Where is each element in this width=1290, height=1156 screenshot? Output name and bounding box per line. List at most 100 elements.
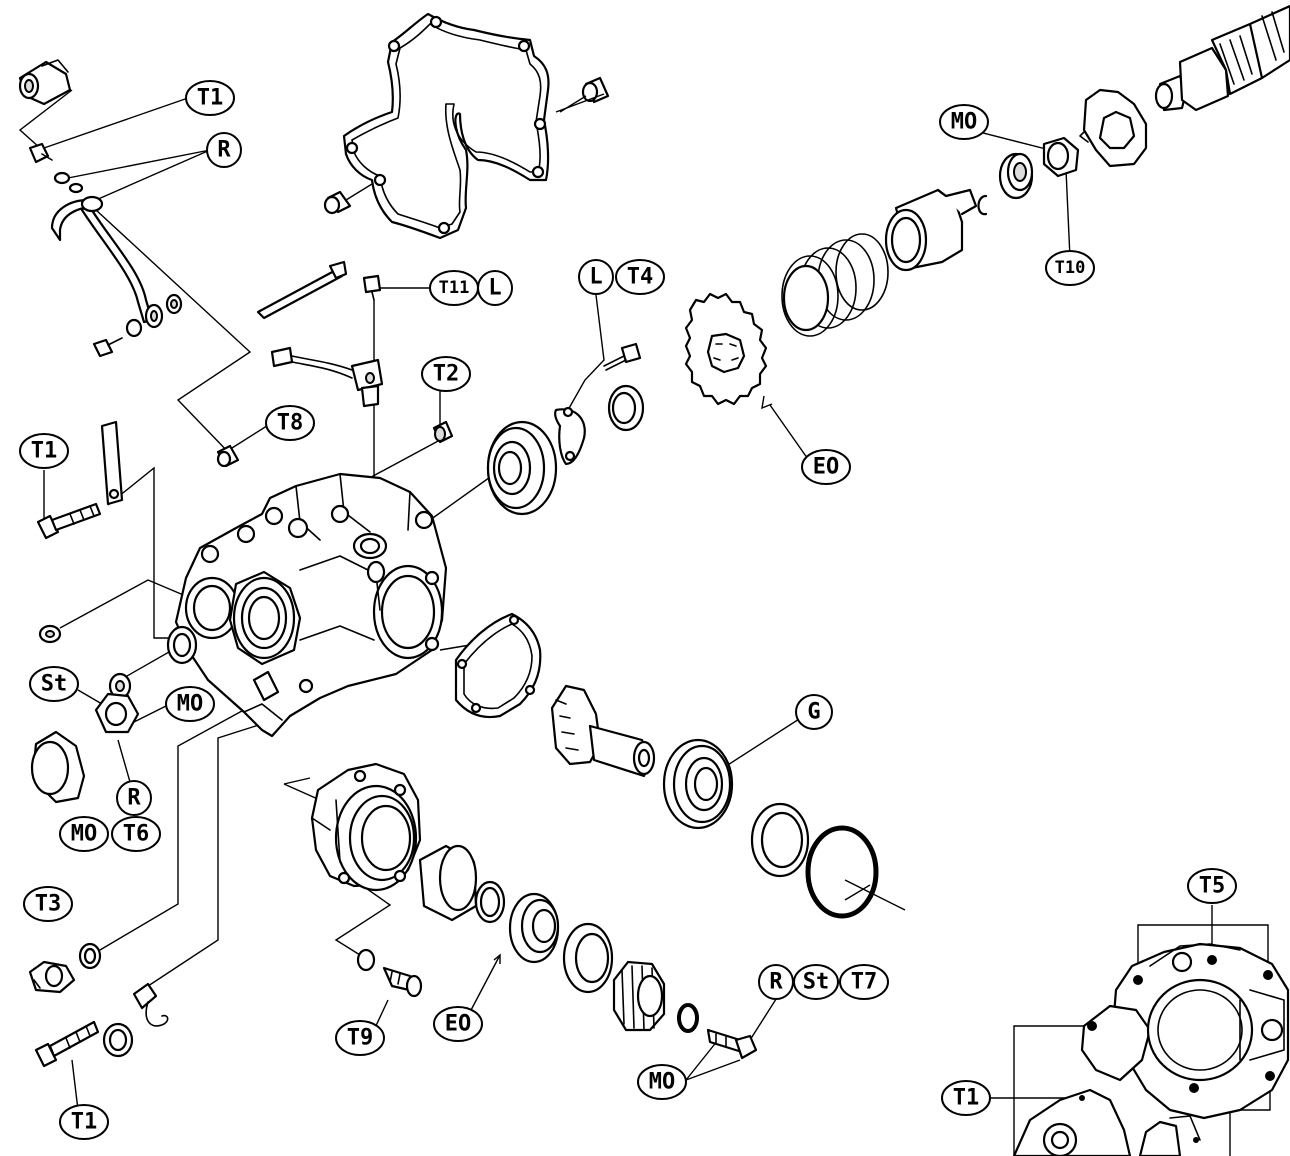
ball-bearing-g [662,738,734,830]
oil-seal-left [166,625,198,665]
dowel-pin-left [323,183,373,215]
callout-l-t11: L [477,270,513,306]
bearing-race [562,922,614,994]
o-ring-small [677,1003,699,1033]
svg-text:L: L [488,276,501,301]
drain-plug-t3 [28,960,76,994]
speed-sensor [270,346,384,408]
seal-ring [750,802,810,878]
banjo-bolt-set [92,293,183,358]
bolt-t7 [706,1028,758,1060]
dowel-pin-top [555,76,610,113]
svg-text:St: St [41,672,68,697]
callout-l-t4: L [578,259,614,295]
svg-text:T1: T1 [197,86,224,111]
collar [418,844,478,922]
svg-text:MO: MO [71,822,98,847]
sensor-bolt [362,274,382,301]
callout-mo-t6: MO [59,816,109,852]
svg-text:T11: T11 [439,278,470,298]
callout-t3: T3 [23,886,73,922]
svg-text:G: G [807,700,820,725]
snap-ring [977,194,988,216]
bolt-t9 [356,948,423,998]
retainer-plate [554,406,586,466]
hook-bracket [132,982,169,1027]
dowel-t8 [216,444,240,468]
callout-t9: T9 [335,1020,385,1056]
o-ring-large [805,825,879,919]
breather-elbow [18,59,72,106]
breather-pipe [50,195,164,329]
svg-text:T1: T1 [953,1086,980,1111]
cable-tie [256,260,348,320]
roller-bearing-eo [508,892,560,964]
snap-ring-lower [474,880,506,924]
svg-text:T8: T8 [277,411,304,436]
callout-t5: T5 [1187,868,1237,904]
svg-text:R: R [127,786,141,811]
cam-plate [1079,88,1148,168]
svg-text:St: St [803,970,830,995]
bracket-strap [100,420,124,506]
collar-bottom [102,1022,134,1058]
svg-text:R: R [769,970,783,995]
svg-text:T6: T6 [123,822,150,847]
callout-eo-lower: EO [433,1006,483,1042]
svg-text:T9: T9 [347,1026,374,1051]
breather-bolt [28,142,53,164]
callout-st-t7: St [793,964,839,1000]
coil-spring [781,233,889,337]
bolt-t1-bottom [34,1020,100,1068]
callout-t11: T11 [429,270,479,306]
svg-text:EO: EO [813,455,840,480]
lock-nut-t6 [94,692,140,734]
washer-small [53,171,84,194]
rear-gasket [454,612,542,719]
callout-t4: T4 [615,259,665,295]
cover-gasket [342,12,550,240]
svg-text:T3: T3 [35,892,62,917]
callout-mo-left: MO [165,686,215,722]
pinion-gear-shaft [550,684,656,778]
callout-t1-bottom: T1 [59,1104,109,1140]
callout-t1-left: T1 [19,433,69,469]
callout-t1-top: T1 [185,80,235,116]
shim-ring [607,384,645,432]
callout-st-left: St [29,666,79,702]
callout-g: G [795,694,833,730]
callout-r-t7: R [758,964,794,1000]
output-housing [310,762,422,892]
callout-r-top: R [206,132,242,168]
drive-shaft [1154,4,1290,112]
direction-marks [559,95,587,113]
callout-t1-inset: T1 [941,1080,991,1116]
end-cap [30,730,86,804]
svg-text:T7: T7 [851,970,878,995]
output-gear [612,960,666,1032]
needle-bearing [998,152,1034,200]
svg-text:T4: T4 [627,265,654,290]
callout-mo-lower: MO [637,1064,687,1100]
svg-text:T2: T2 [433,362,460,387]
washer-t3 [78,942,102,970]
inset-housing [1012,942,1290,1156]
callout-mo-top: MO [939,104,989,140]
callout-r-left: R [116,780,152,816]
ball-bearing-upper [486,420,558,516]
svg-text:T5: T5 [1199,874,1226,899]
svg-text:R: R [217,138,231,163]
callout-t10: T10 [1045,250,1095,286]
clutch-hub [884,188,978,272]
callout-t2: T2 [421,356,471,392]
svg-text:MO: MO [951,110,978,135]
svg-text:T10: T10 [1055,258,1086,278]
svg-text:T1: T1 [31,439,58,464]
svg-text:T1: T1 [71,1110,98,1135]
drain-plug-t2 [432,420,454,444]
washer-left-upper [38,624,62,644]
svg-text:EO: EO [445,1012,472,1037]
callout-eo-upper: EO [801,449,851,485]
bolt-t1-left [36,502,102,540]
svg-text:L: L [589,265,602,290]
